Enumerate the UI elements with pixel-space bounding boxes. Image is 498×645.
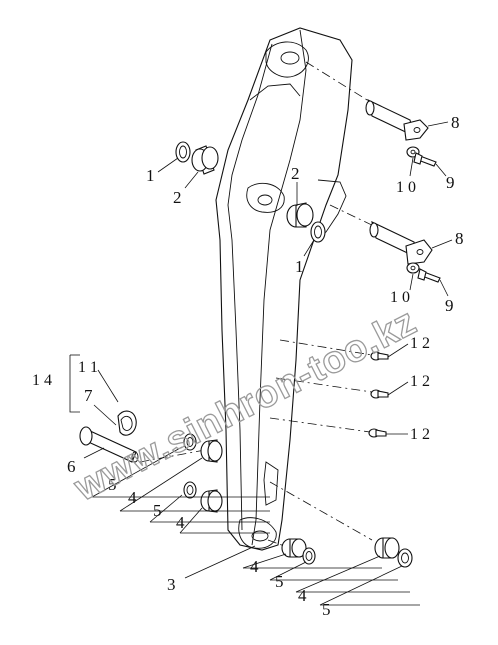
seal-1-top <box>175 141 191 163</box>
seal-1-mid <box>310 221 326 243</box>
callout-6: 6 <box>67 457 76 476</box>
callout-12-c: 1 2 <box>410 426 430 443</box>
callout-8-mid: 8 <box>455 229 464 248</box>
bushing-4-a <box>200 439 223 463</box>
seal-5-d <box>397 548 413 568</box>
bushing-2-top <box>191 145 219 175</box>
alignment-lines <box>139 61 379 549</box>
bushing-4-b <box>200 489 223 513</box>
seal-5-a <box>183 433 197 451</box>
bushing-4-c <box>281 538 307 558</box>
callout-1-mid: 1 <box>295 257 304 276</box>
callout-2-top: 2 <box>173 188 182 207</box>
bracket-14-11 <box>69 354 119 426</box>
lock-pin-7 <box>117 410 137 436</box>
callout-10-top: 1 0 <box>396 179 416 196</box>
callout-14: 1 4 <box>32 372 52 389</box>
bolt-12-b <box>370 389 389 399</box>
bolt-12-c <box>368 428 387 438</box>
pin-6 <box>79 426 139 463</box>
leader-lines <box>83 121 453 606</box>
callout-5-b: 5 <box>153 501 162 520</box>
bushing-2-mid <box>286 202 314 228</box>
callout-9-top: 9 <box>446 173 455 192</box>
pin-8-mid <box>369 221 433 265</box>
pin-8-top <box>365 99 429 141</box>
seal-5-c <box>302 547 316 565</box>
callout-4-d: 4 <box>298 586 307 605</box>
callout-4-c: 4 <box>250 557 259 576</box>
arm-body <box>215 27 353 551</box>
callout-5-d: 5 <box>322 600 331 619</box>
callout-12-a: 1 2 <box>410 335 430 352</box>
callout-11: 1 1 <box>78 359 98 376</box>
callout-4-a: 4 <box>128 488 137 507</box>
callout-labels: 1 2 2 1 8 1 0 9 8 1 0 9 1 2 1 2 1 2 1 4 … <box>32 113 464 619</box>
callout-12-b: 1 2 <box>410 373 430 390</box>
callout-4-b: 4 <box>176 513 185 532</box>
bolt-12-a <box>370 351 389 361</box>
callout-1-top: 1 <box>146 166 155 185</box>
callout-8-top: 8 <box>451 113 460 132</box>
callout-7: 7 <box>84 386 93 405</box>
bolt-9-mid <box>417 268 441 283</box>
callout-5-a: 5 <box>108 475 117 494</box>
bushing-4-d <box>374 537 400 559</box>
bolt-9-top <box>413 152 437 167</box>
callout-9-mid: 9 <box>445 296 454 315</box>
callout-3: 3 <box>167 575 176 594</box>
callout-5-c: 5 <box>275 572 284 591</box>
callout-10-mid: 1 0 <box>390 289 410 306</box>
callout-2-mid: 2 <box>291 164 300 183</box>
seal-5-b <box>183 481 197 499</box>
washer-10-mid <box>406 262 420 274</box>
